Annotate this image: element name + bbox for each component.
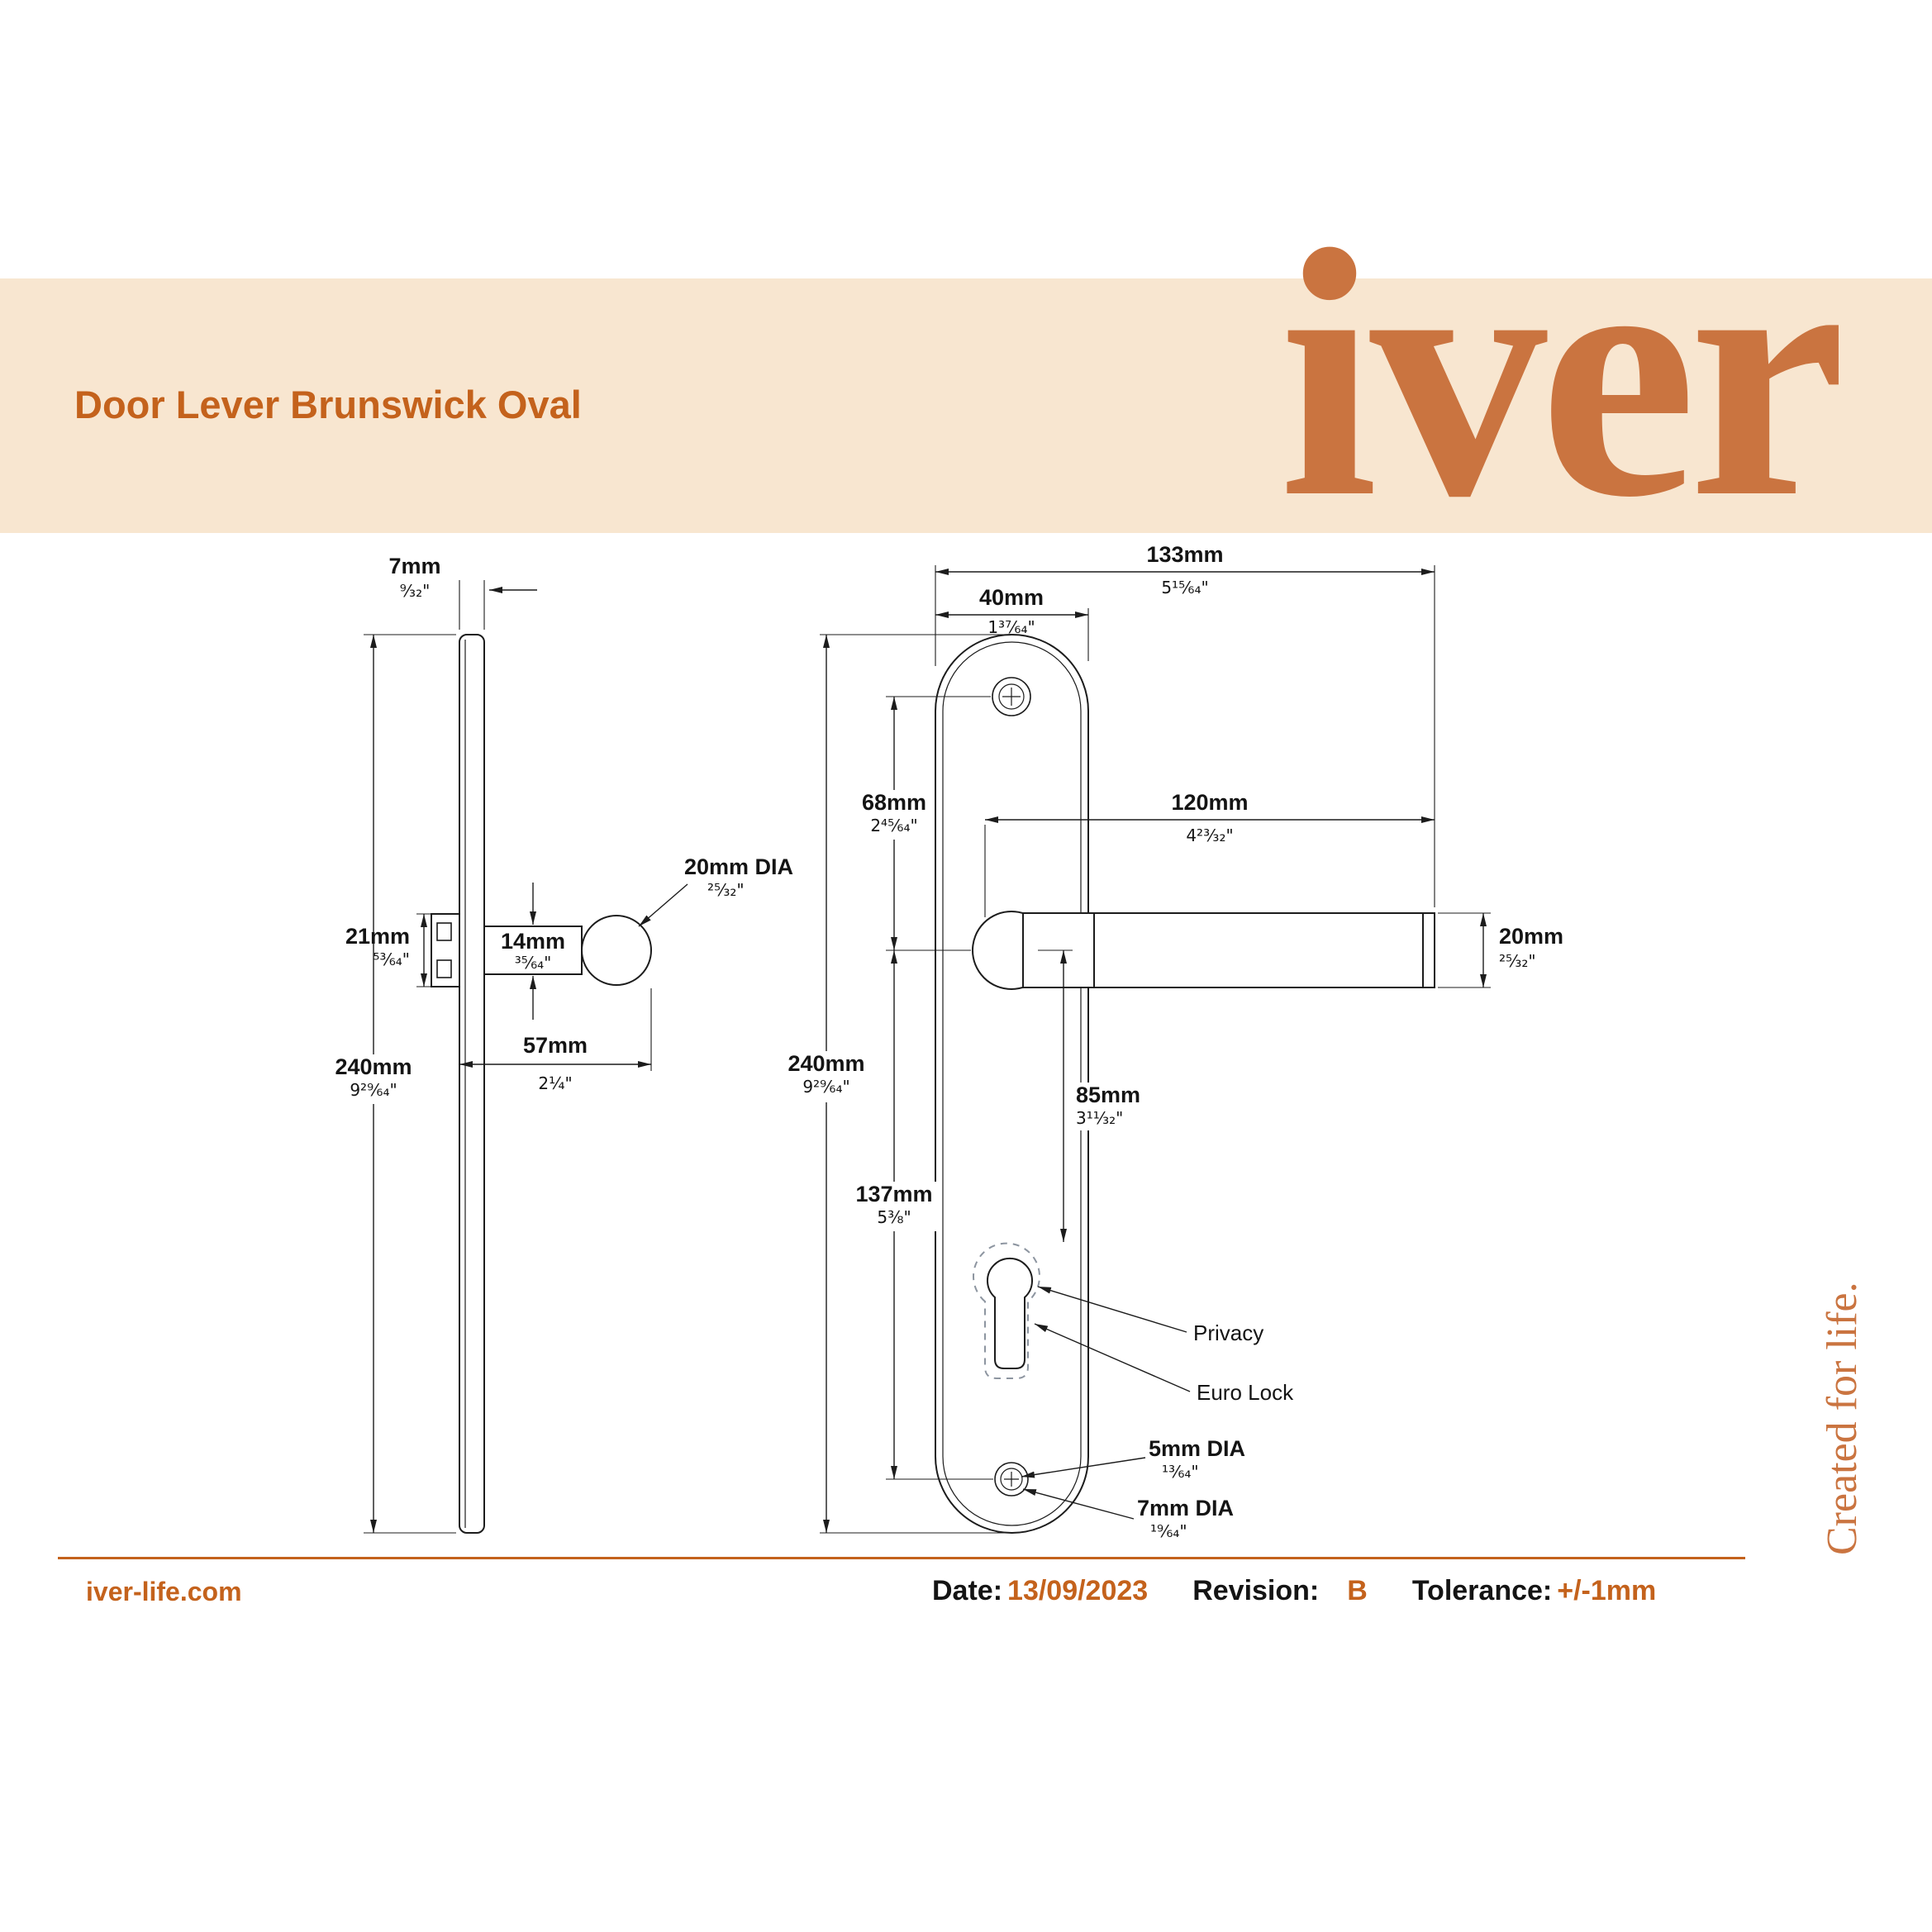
dim-label-137mm-in: 5⅜" <box>877 1207 911 1227</box>
dim-label-240mm-side-in: 9²⁹⁄₆₄" <box>350 1080 397 1100</box>
dim-label-14mm-in: ³⁵⁄₆₄" <box>515 953 552 973</box>
revision-value: B <box>1347 1575 1368 1606</box>
leader-bar-diameter <box>638 883 688 927</box>
footer-tolerance: Tolerance: +/-1mm <box>1412 1575 1656 1607</box>
dim-label-7mm: 7mm <box>388 554 440 578</box>
dim-bar-diameter <box>1438 912 1491 988</box>
leader-hole-dia <box>1022 1488 1135 1520</box>
lever-bar <box>1022 912 1435 988</box>
dim-label-14mm: 14mm <box>501 929 565 954</box>
dim-label-40mm: 40mm <box>979 585 1044 610</box>
front-view-drawing: 133mm 5¹⁵⁄₆₄" 40mm 1³⁷⁄₆₄" 120mm 4²³⁄₃₂"… <box>783 542 1563 1541</box>
dim-label-21mm-in: ⁵³⁄₆₄" <box>373 949 410 969</box>
dim-label-40mm-in: 1³⁷⁄₆₄" <box>987 617 1035 637</box>
dim-label-57mm: 57mm <box>523 1033 588 1058</box>
tolerance-value: +/-1mm <box>1557 1575 1657 1606</box>
dim-rose-height <box>416 913 431 987</box>
dim-label-21mm: 21mm <box>345 924 410 949</box>
date-label: Date: <box>932 1575 1003 1606</box>
privacy-label: Privacy <box>1193 1321 1263 1345</box>
bottom-screw <box>994 1462 1029 1497</box>
leader-euro-lock <box>1034 1323 1191 1392</box>
dim-label-5mm-dia: 5mm DIA <box>1149 1436 1245 1461</box>
dim-label-133mm: 133mm <box>1146 542 1223 567</box>
dim-center-to-keyhole <box>1038 949 1073 1242</box>
dim-label-68mm-in: 2⁴⁵⁄₆₄" <box>870 816 917 835</box>
dim-label-68mm: 68mm <box>862 790 926 815</box>
side-fixing-lug-top <box>436 922 452 941</box>
dim-label-7mm-in: ⁹⁄₃₂" <box>400 581 431 601</box>
dim-plate-width <box>935 608 1089 661</box>
dim-projection <box>459 988 652 1071</box>
top-screw <box>992 677 1031 716</box>
dim-label-120mm: 120mm <box>1171 790 1248 815</box>
leader-screw-dia <box>1021 1457 1146 1478</box>
dim-label-57mm-in: 2¼" <box>538 1073 572 1093</box>
side-lever-neck <box>483 926 583 975</box>
dim-label-240mm-front: 240mm <box>788 1051 864 1076</box>
dim-label-137mm: 137mm <box>855 1182 932 1206</box>
front-plate <box>935 634 1089 1534</box>
lever-bar-end-cap <box>1422 912 1435 988</box>
footer-date: Date: 13/09/2023 <box>932 1575 1148 1607</box>
page-title: Door Lever Brunswick Oval <box>74 383 582 426</box>
dim-label-85mm-in: 3¹¹⁄₃₂" <box>1076 1108 1123 1128</box>
privacy-outline <box>973 1242 1040 1379</box>
side-plate <box>459 634 485 1534</box>
dim-label-85mm: 85mm <box>1076 1083 1140 1107</box>
revision-label: Revision: <box>1192 1575 1320 1606</box>
dim-label-7mm-dia-in: ¹⁹⁄₆₄" <box>1150 1521 1187 1541</box>
side-fixing-lug-bottom <box>436 959 452 978</box>
side-lever-bar-end <box>581 915 652 986</box>
website-link: iver-life.com <box>86 1577 242 1606</box>
header-band <box>0 278 1932 533</box>
footer-divider <box>58 1557 1745 1559</box>
tolerance-label: Tolerance: <box>1411 1575 1553 1606</box>
dim-label-20mm: 20mm <box>1499 924 1563 949</box>
dim-lever-length <box>984 816 1435 917</box>
euro-lock-keyhole <box>987 1257 1033 1369</box>
tagline-vertical: Created for life. <box>1819 1282 1866 1555</box>
dim-label-133mm-in: 5¹⁵⁄₆₄" <box>1161 578 1208 597</box>
dim-label-20mm-dia: 20mm DIA <box>684 854 793 879</box>
dim-label-240mm-side: 240mm <box>335 1054 412 1079</box>
dim-label-240mm-front-in: 9²⁹⁄₆₄" <box>802 1077 849 1097</box>
dim-label-20mm-dia-in: ²⁵⁄₃₂" <box>707 880 745 900</box>
dim-label-120mm-in: 4²³⁄₃₂" <box>1186 826 1233 845</box>
dim-plate-thickness <box>459 580 537 630</box>
euro-lock-label: Euro Lock <box>1197 1380 1294 1405</box>
leader-privacy <box>1037 1286 1187 1333</box>
dim-label-5mm-dia-in: ¹³⁄₆₄" <box>1162 1462 1199 1482</box>
footer-meta: Date: 13/09/2023 Revision: B Tolerance: … <box>932 1575 1656 1607</box>
iver-logo: iver <box>1279 178 1846 571</box>
date-value: 13/09/2023 <box>1007 1575 1149 1606</box>
footer-revision: Revision: B <box>1192 1575 1368 1607</box>
dim-label-7mm-dia: 7mm DIA <box>1137 1496 1234 1520</box>
dim-label-20mm-in: ²⁵⁄₃₂" <box>1499 951 1536 971</box>
side-view-drawing: 7mm ⁹⁄₃₂" 21mm ⁵³⁄₆₄" 14mm ³⁵⁄₆₄" 20mm D… <box>334 554 793 1534</box>
